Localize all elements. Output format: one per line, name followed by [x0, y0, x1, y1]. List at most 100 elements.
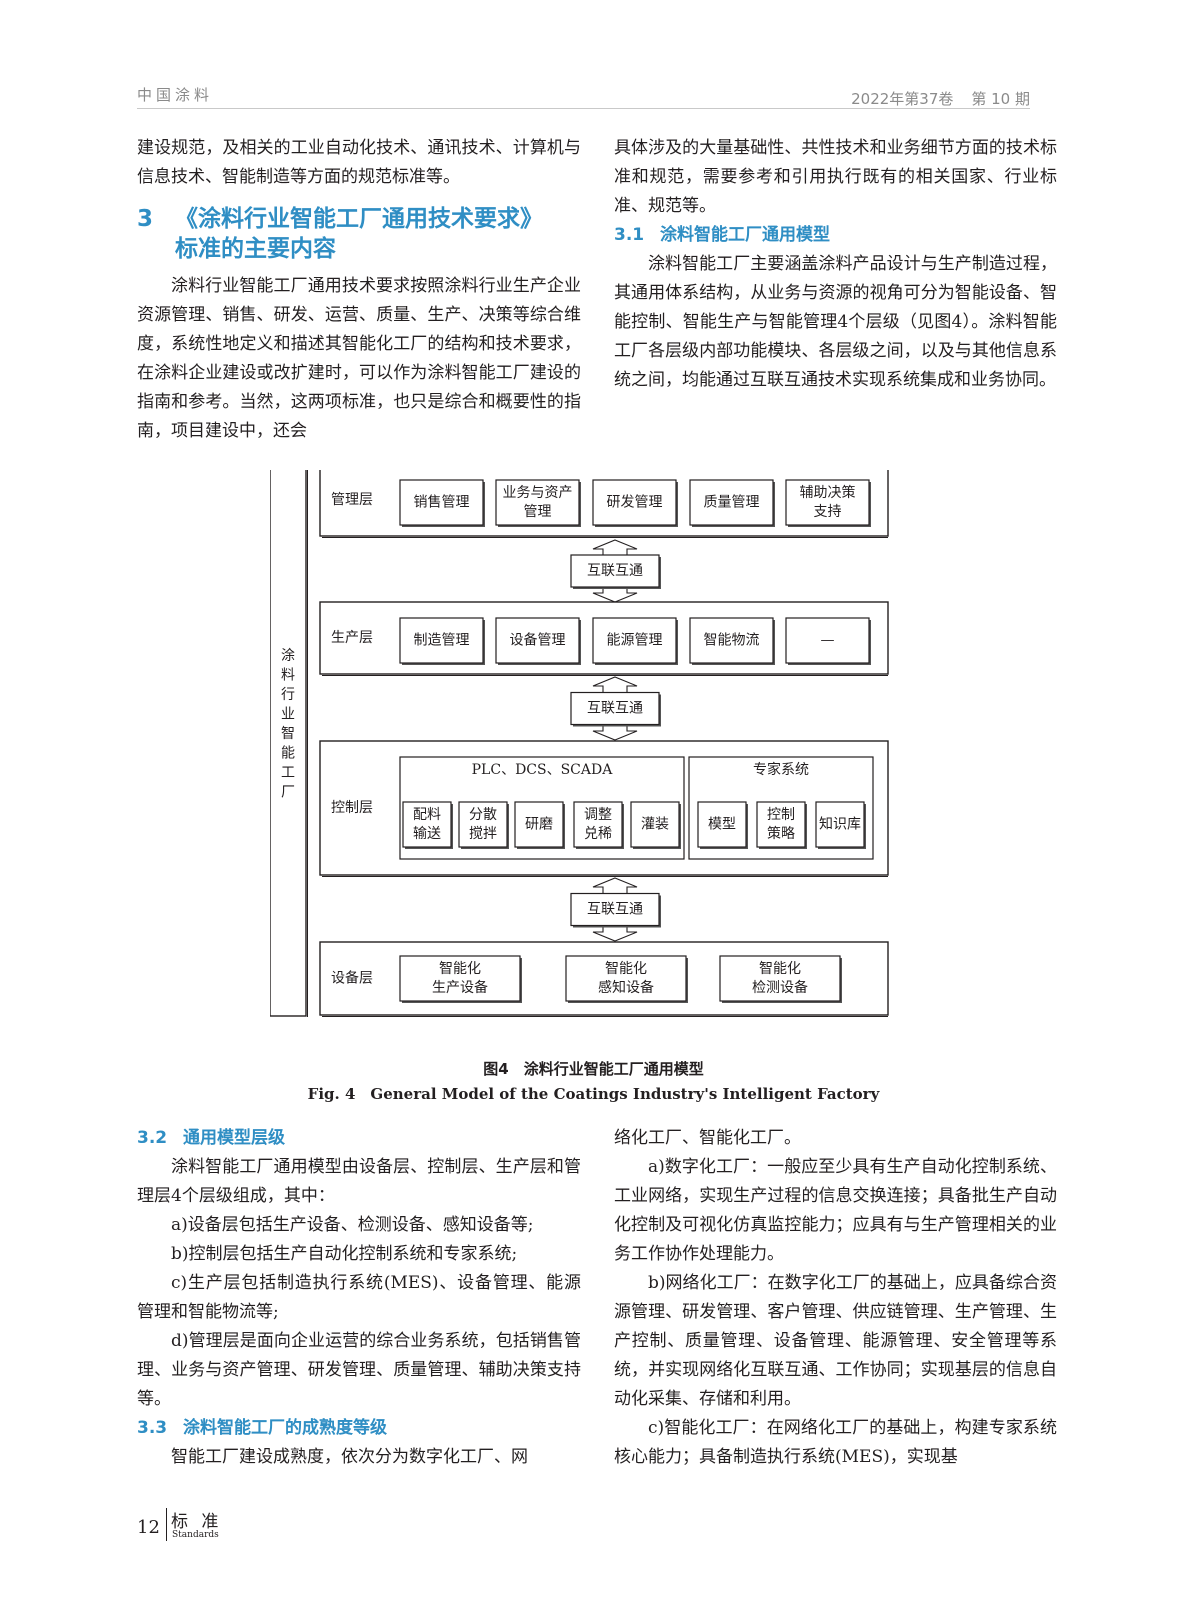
figure-caption-en: Fig. 4 General Model of the Coatings Ind…	[307, 1085, 880, 1103]
link-3-arrow-up	[592, 877, 638, 895]
link-3-box-label: 互联互通	[587, 902, 643, 918]
expert-module	[815, 801, 865, 848]
equipment-module-label: 生产设备	[432, 979, 488, 996]
expert-module-label: 策略	[767, 825, 795, 842]
link-1-arrow-down	[592, 586, 638, 603]
equipment-module	[399, 955, 521, 1002]
equipment-module	[719, 955, 841, 1002]
paragraph: 络化工厂、智能化工厂。	[614, 1128, 801, 1148]
section-3-heading: 3《涂料行业智能工厂通用技术要求》 标准的主要内容	[137, 204, 581, 264]
production-module-label: 制造管理	[414, 633, 470, 649]
production-module-label: 能源管理	[607, 633, 663, 649]
management-module	[399, 479, 484, 526]
management-module-label: 支持	[814, 504, 842, 520]
management-module-label: 质量管理	[704, 495, 760, 511]
link-2-arrow-up	[592, 676, 638, 694]
production-module	[399, 617, 484, 664]
management-module-label: 研发管理	[607, 495, 663, 511]
management-module	[495, 479, 580, 526]
equipment-module-label: 智能化	[439, 961, 481, 977]
issue-number: 第 10 期	[971, 90, 1030, 108]
side-label-char: 业	[281, 707, 295, 723]
equipment-module-label: 检测设备	[752, 979, 808, 996]
control-module-label: 分散	[469, 807, 497, 823]
control-module-label: 研磨	[525, 817, 553, 833]
control-module-label: 配料	[413, 807, 441, 823]
top-right-column: 具体涉及的大量基础性、共性技术和业务细节方面的技术标准和规范，需要参考和引用执行…	[614, 134, 1057, 395]
list-item: a)设备层包括生产设备、检测设备、感知设备等;	[171, 1215, 534, 1235]
section-title: 涂料智能工厂通用模型	[660, 225, 830, 245]
production-module	[592, 617, 677, 664]
side-label-char: 工	[281, 765, 295, 781]
control-module-label: 搅拌	[469, 826, 497, 842]
list-item: c)生产层包括制造执行系统(MES)、设备管理、能源管理和智能物流等;	[137, 1273, 581, 1322]
management-module-label: 销售管理	[414, 495, 470, 511]
management-module-label: 管理	[524, 504, 552, 520]
paragraph: 智能工厂建设成熟度，依次分为数字化工厂、网	[171, 1447, 528, 1467]
section-title: 涂料智能工厂的成熟度等级	[183, 1418, 387, 1438]
control-module	[573, 801, 623, 848]
side-label-char: 行	[281, 687, 295, 703]
expert-module-label: 知识库	[819, 816, 861, 833]
equipment-layer-label: 设备层	[331, 970, 373, 987]
management-module	[592, 479, 677, 526]
production-layer-label: 生产层	[331, 630, 373, 646]
management-module	[689, 479, 774, 526]
control-module-label: 输送	[413, 826, 441, 842]
control-module	[458, 801, 508, 848]
bottom-right-column: 络化工厂、智能化工厂。 a)数字化工厂：一般应至少具有生产自动化控制系统、工业网…	[614, 1124, 1057, 1472]
side-label-box	[270, 470, 307, 1017]
paragraph: 涂料智能工厂主要涵盖涂料产品设计与生产制造过程，其通用体系结构，从业务与资源的视…	[614, 254, 1057, 390]
link-3-arrow-down	[592, 924, 638, 942]
control-module-label: 灌装	[641, 817, 669, 833]
list-item: a)数字化工厂：一般应至少具有生产自动化控制系统、工业网络，实现生产过程的信息交…	[614, 1157, 1057, 1264]
equipment-module-label: 智能化	[605, 961, 647, 977]
paragraph: 涂料智能工厂通用模型由设备层、控制层、生产层和管理层4个层级组成，其中：	[137, 1157, 581, 1206]
side-label-char: 能	[281, 746, 295, 762]
list-item: b)网络化工厂：在数字化工厂的基础上，应具备综合资源管理、研发管理、客户管理、供…	[614, 1273, 1057, 1409]
link-2-arrow-down	[592, 723, 638, 741]
section-number: 3.3	[137, 1418, 168, 1438]
expert-module-label: 控制	[767, 807, 795, 823]
section-title-line2: 标准的主要内容	[175, 236, 336, 262]
side-label-char: 涂	[281, 648, 295, 664]
equipment-module-label: 智能化	[759, 961, 801, 977]
journal-name: 中国涂料	[137, 86, 214, 104]
link-2-box	[570, 691, 660, 726]
paragraph: 建设规范，及相关的工业自动化技术、通讯技术、计算机与信息技术、智能制造等方面的规…	[137, 138, 581, 187]
section-name-en: Standards	[172, 1530, 219, 1540]
production-module-label: —	[821, 633, 835, 649]
figure-caption-cn: 图4 涂料行业智能工厂通用模型	[483, 1060, 704, 1078]
management-module	[785, 479, 870, 526]
link-1-box	[570, 554, 660, 588]
management-layer-label: 管理层	[331, 492, 373, 508]
control-module-label: 兑稀	[584, 826, 612, 842]
list-item: d)管理层是面向企业运营的综合业务系统，包括销售管理、业务与资产管理、研发管理、…	[137, 1331, 581, 1409]
control-group-expert-title: 专家系统	[753, 761, 809, 778]
equipment-module	[565, 955, 687, 1002]
control-module	[630, 801, 680, 848]
link-1-box-label: 互联互通	[587, 563, 643, 579]
production-module	[495, 617, 580, 664]
link-3-box	[570, 892, 660, 927]
control-module	[514, 801, 564, 848]
expert-module	[756, 801, 806, 848]
page-number: 12	[137, 1517, 160, 1538]
issue-info: 2022年第37卷第 10 期	[833, 88, 1030, 109]
control-layer-label: 控制层	[331, 800, 373, 816]
link-1-arrow-up	[592, 539, 638, 556]
section-name: 标 准	[171, 1512, 223, 1532]
production-module	[785, 617, 870, 664]
side-label-char: 厂	[281, 785, 295, 801]
management-module-label: 业务与资产	[503, 485, 573, 501]
list-item: b)控制层包括生产自动化控制系统和专家系统;	[171, 1244, 518, 1264]
equipment-module-label: 感知设备	[598, 979, 654, 996]
production-module	[689, 617, 774, 664]
section-number: 3	[137, 206, 154, 232]
list-item: c)智能化工厂：在网络化工厂的基础上，构建专家系统核心能力；具备制造执行系统(M…	[614, 1418, 1057, 1467]
year-volume: 2022年第37卷	[851, 90, 954, 108]
header-rule	[137, 108, 1030, 109]
control-module-label: 调整	[584, 807, 612, 823]
